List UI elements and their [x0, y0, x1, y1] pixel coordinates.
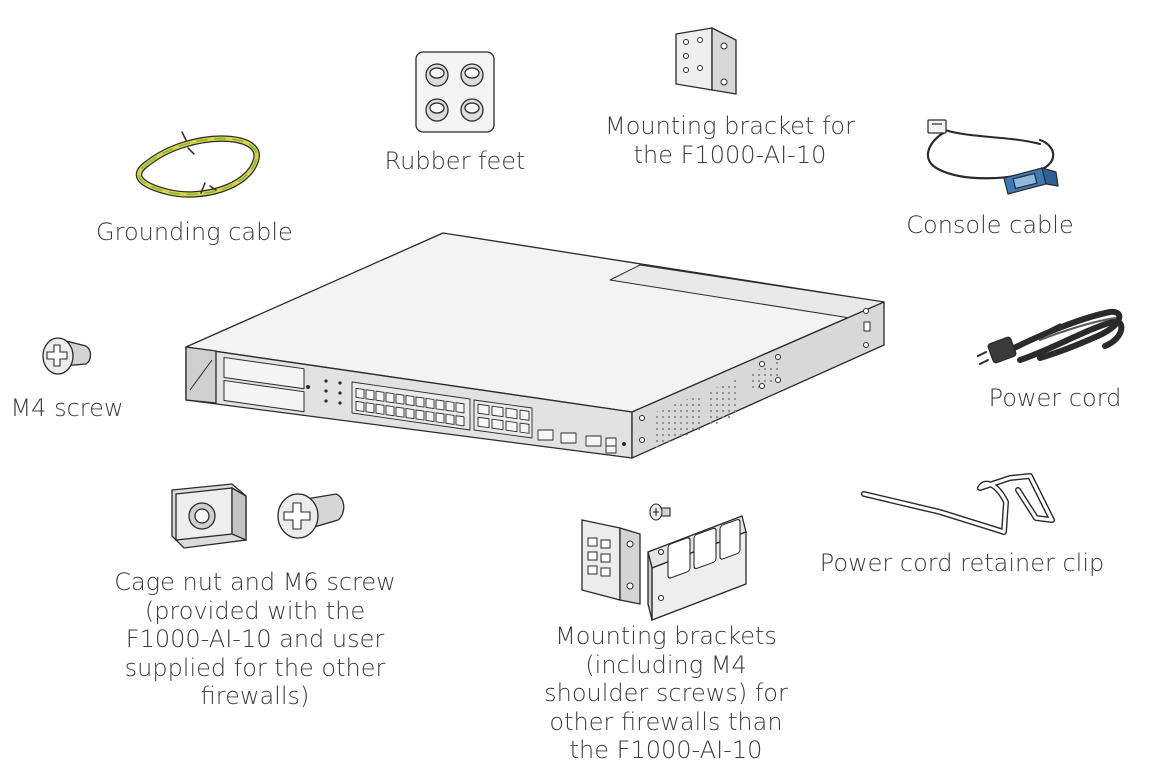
label-line: Grounding cable [96, 218, 293, 246]
label-line: F1000-AI-10 and user [125, 625, 385, 653]
label-line: Mounting brackets [555, 622, 777, 650]
power-plug [977, 336, 1017, 365]
shoulder-screw [649, 503, 671, 521]
module-slot-bottom [223, 379, 305, 413]
label-line: (including M4 [585, 650, 747, 679]
label-line: supplied for the other [124, 653, 386, 682]
label-line: Cage nut and M6 screw [114, 568, 396, 596]
power-cord-label: Power cord [982, 384, 1128, 413]
side-vent-b [706, 378, 740, 428]
console-cable-label: Console cable [904, 211, 1076, 240]
side-vent-c [750, 361, 778, 392]
management-ports [537, 429, 626, 454]
rj45-plug [927, 119, 947, 134]
label-line: other firewalls than [549, 707, 783, 736]
console-cable-illustration [926, 119, 1059, 195]
label-line: the F1000-AI-10 [569, 736, 763, 764]
label-line: firewalls) [200, 682, 310, 710]
label-line: (provided with the [144, 596, 366, 625]
grounding-cable-illustration [135, 131, 260, 198]
m4-screw-illustration [42, 337, 92, 375]
cage-nut-illustration [171, 483, 247, 549]
label-line: Power cord retainer clip [819, 549, 1105, 577]
power-cord-illustration [977, 308, 1125, 365]
retainer-clip-label: Power cord retainer clip [816, 549, 1108, 578]
label-line: Rubber feet [384, 147, 526, 175]
label-line: Power cord [988, 384, 1122, 412]
sfp-port-block [473, 399, 533, 439]
label-line: the F1000-AI-10 [633, 140, 827, 169]
m4-screw-label: M4 screw [2, 394, 132, 423]
label-line: Console cable [906, 211, 1074, 239]
retainer-clip-illustration [861, 473, 1055, 535]
rj45-port-block [351, 381, 471, 431]
m6-screw-illustration [277, 493, 345, 539]
label-line: M4 screw [10, 394, 124, 422]
grounding-cable-label: Grounding cable [96, 218, 293, 247]
rubber-feet-illustration [415, 51, 495, 133]
label-line: Mounting bracket for [605, 112, 855, 140]
status-leds [306, 379, 342, 405]
side-screw-holes [639, 308, 869, 443]
db9-connector [1003, 167, 1059, 195]
firewall-device-illustration [185, 232, 885, 459]
mounting-brackets-other-illustration [581, 503, 747, 621]
rubber-feet-label: Rubber feet [380, 147, 530, 176]
mounting-bracket-f1000-illustration [675, 26, 737, 95]
retainer-clip-inner [862, 474, 1054, 534]
side-vent-a [656, 394, 700, 448]
label-line: shoulder screws) for [544, 679, 788, 707]
module-slot-top [223, 356, 305, 390]
